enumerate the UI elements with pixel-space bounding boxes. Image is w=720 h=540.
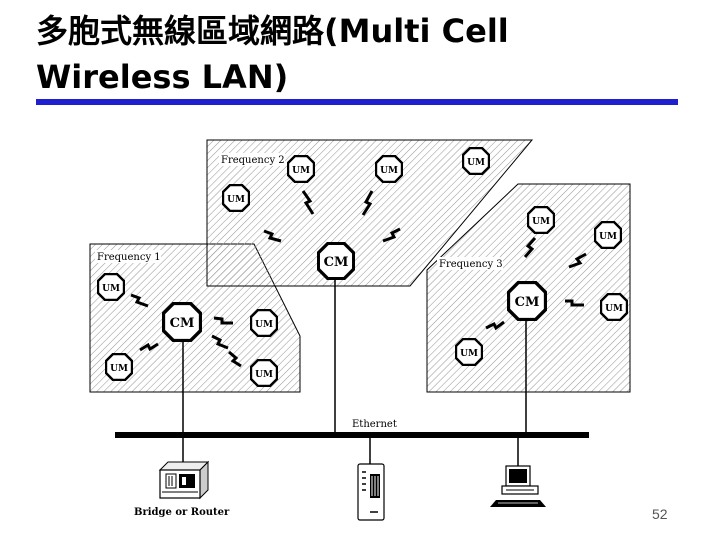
unit-label: UM — [255, 320, 273, 330]
cell-manager-label: CM — [324, 255, 349, 270]
server-tower-icon — [357, 463, 385, 521]
unit-label: UM — [255, 370, 273, 380]
unit-label: UM — [532, 217, 550, 227]
unit-label: UM — [110, 364, 128, 374]
unit-nodes: UM UM UM UM UM UM UM UM UM UM UM UM — [97, 147, 628, 387]
unit-label: UM — [599, 232, 617, 242]
cell-manager-label: CM — [170, 316, 195, 331]
unit-label: UM — [102, 284, 120, 294]
unit-label: UM — [227, 195, 245, 205]
ethernet-bus — [115, 432, 589, 438]
title-line-2: Wireless LAN) — [36, 58, 289, 96]
title-line-1: 多胞式無線區域網路(Multi Cell — [36, 12, 509, 50]
cell-manager-label: CM — [515, 295, 540, 310]
unit-label: UM — [467, 158, 485, 168]
zone-label-frequency-1: Frequency 1 — [97, 252, 161, 263]
unit-label: UM — [460, 349, 478, 359]
bridge-router-icon — [158, 460, 210, 500]
unit-label: UM — [292, 166, 310, 176]
page-number: 52 — [652, 506, 668, 522]
title-underline — [36, 99, 678, 105]
zone-label-frequency-2: Frequency 2 — [221, 155, 285, 166]
workstation-icon — [490, 465, 546, 507]
slide-title: 多胞式無線區域網路(Multi Cell Wireless LAN) — [36, 8, 696, 100]
bridge-router-label: Bridge or Router — [134, 507, 230, 518]
unit-label: UM — [380, 166, 398, 176]
unit-label: UM — [605, 304, 623, 314]
zone-label-frequency-3: Frequency 3 — [439, 259, 503, 270]
ethernet-label: Ethernet — [352, 419, 397, 430]
radio-links — [130, 190, 587, 368]
